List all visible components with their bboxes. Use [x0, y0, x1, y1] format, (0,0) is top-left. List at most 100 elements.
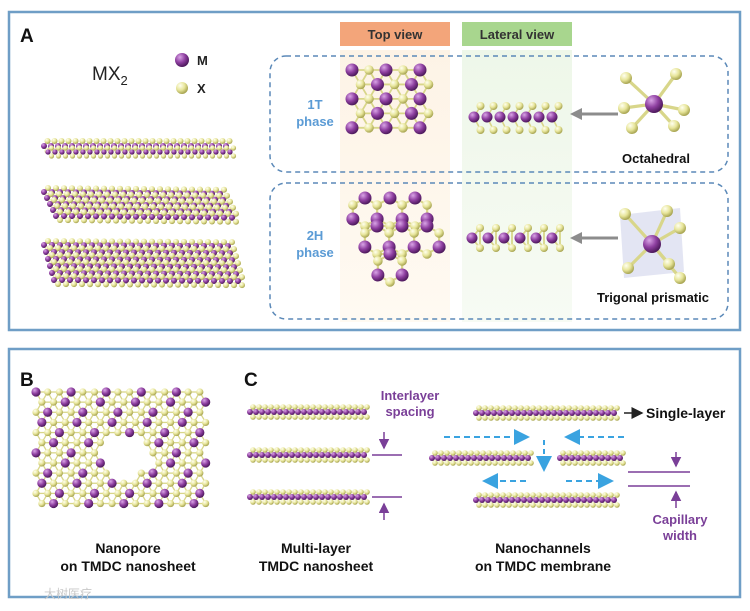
chalcogen-atom	[256, 499, 262, 505]
metal-atom	[371, 78, 384, 91]
chalcogen-atom	[185, 490, 192, 497]
metal-atom	[563, 410, 569, 416]
metal-atom	[195, 428, 204, 437]
chalcogen-atom	[91, 388, 98, 395]
metal-atom	[575, 410, 581, 416]
chalcogen-atom	[79, 449, 86, 456]
chalcogen-atom	[352, 499, 358, 505]
nanopore-lattice	[31, 387, 210, 508]
chalcogen-atom	[364, 414, 370, 420]
metal-atom	[31, 448, 40, 457]
metal-atom	[489, 455, 495, 461]
chalcogen-atom	[678, 104, 690, 116]
metal-atom	[59, 149, 64, 154]
chalcogen-atom	[196, 470, 203, 477]
metal-atom	[414, 121, 427, 134]
chalcogen-atom	[73, 500, 80, 507]
metal-atom	[107, 418, 116, 427]
metal-atom	[349, 494, 355, 500]
chalcogen-atom	[512, 405, 518, 411]
chalcogen-atom	[196, 388, 203, 395]
metal-atom	[429, 455, 435, 461]
chalcogen-atom	[432, 460, 438, 466]
chalcogen-atom	[522, 460, 528, 466]
chalcogen-atom	[185, 218, 191, 224]
chalcogen-atom	[44, 449, 51, 456]
chalcogen-atom	[490, 126, 498, 134]
chalcogen-atom	[145, 218, 151, 224]
chalcogen-atom	[231, 145, 236, 150]
chalcogen-atom	[56, 449, 63, 456]
chalcogen-atom	[462, 460, 468, 466]
chalcogen-atom	[56, 409, 63, 416]
chalcogen-atom	[201, 218, 207, 224]
chalcogen-atom	[340, 499, 346, 505]
chalcogen-atom	[372, 200, 382, 210]
chalcogen-atom	[189, 153, 194, 158]
chalcogen-atom	[510, 460, 516, 466]
chalcogen-atom	[476, 244, 484, 252]
chalcogen-atom	[280, 457, 286, 463]
metal-atom	[645, 95, 663, 113]
metal-atom	[508, 112, 519, 123]
chalcogen-atom	[500, 502, 506, 508]
chalcogen-atom	[486, 460, 492, 466]
chalcogen-atom	[98, 153, 103, 158]
chalcogen-atom	[358, 489, 364, 495]
metal-atom	[160, 428, 169, 437]
chalcogen-atom	[292, 499, 298, 505]
chalcogen-atom	[126, 409, 133, 416]
chalcogen-atom	[608, 405, 614, 411]
metal-atom	[259, 409, 265, 415]
metal-atom	[503, 410, 509, 416]
chalcogen-atom	[298, 457, 304, 463]
chalcogen-atom	[304, 447, 310, 453]
metal-atom	[129, 149, 134, 154]
chalcogen-atom	[196, 145, 201, 150]
chalcogen-atom	[38, 459, 45, 466]
chalcogen-atom	[346, 499, 352, 505]
chalcogen-atom	[360, 228, 370, 238]
chalcogen-atom	[155, 419, 162, 426]
metal-atom	[61, 458, 70, 467]
lateral-view-label: Lateral view	[480, 27, 555, 42]
chalcogen-atom	[602, 415, 608, 421]
metal-atom	[72, 418, 81, 427]
chalcogen-atom	[112, 145, 117, 150]
chalcogen-atom	[56, 388, 63, 395]
metal-atom	[90, 428, 99, 437]
chalcogen-atom	[566, 492, 572, 498]
metal-atom	[581, 497, 587, 503]
chalcogen-atom	[614, 450, 620, 456]
chalcogen-atom	[52, 138, 58, 144]
chalcogen-atom	[85, 480, 92, 487]
chalcogen-atom	[482, 502, 488, 508]
chalcogen-atom	[356, 80, 366, 90]
chalcogen-atom	[508, 224, 516, 232]
chalcogen-atom	[202, 419, 209, 426]
chalcogen-atom	[292, 457, 298, 463]
chalcogen-atom	[548, 502, 554, 508]
phase-1t-line2: phase	[296, 114, 334, 129]
chalcogen-atom	[578, 502, 584, 508]
chalcogen-atom	[572, 405, 578, 411]
chalcogen-atom	[516, 460, 522, 466]
chalcogen-atom	[274, 457, 280, 463]
chalcogen-atom	[566, 502, 572, 508]
metal-atom	[189, 438, 198, 447]
chalcogen-atom	[65, 217, 71, 223]
chalcogen-atom	[542, 405, 548, 411]
metal-atom	[154, 438, 163, 447]
chalcogen-atom	[103, 490, 110, 497]
chalcogen-atom	[161, 409, 168, 416]
metal-atom	[259, 494, 265, 500]
metal-atom	[405, 78, 418, 91]
metal-atom	[467, 233, 478, 244]
chalcogen-atom	[346, 489, 352, 495]
chalcogen-atom	[73, 459, 80, 466]
chalcogen-atom	[596, 492, 602, 498]
chalcogen-atom	[207, 282, 213, 288]
metal-atom	[206, 149, 211, 154]
metal-atom	[547, 112, 558, 123]
metal-atom	[94, 149, 99, 154]
